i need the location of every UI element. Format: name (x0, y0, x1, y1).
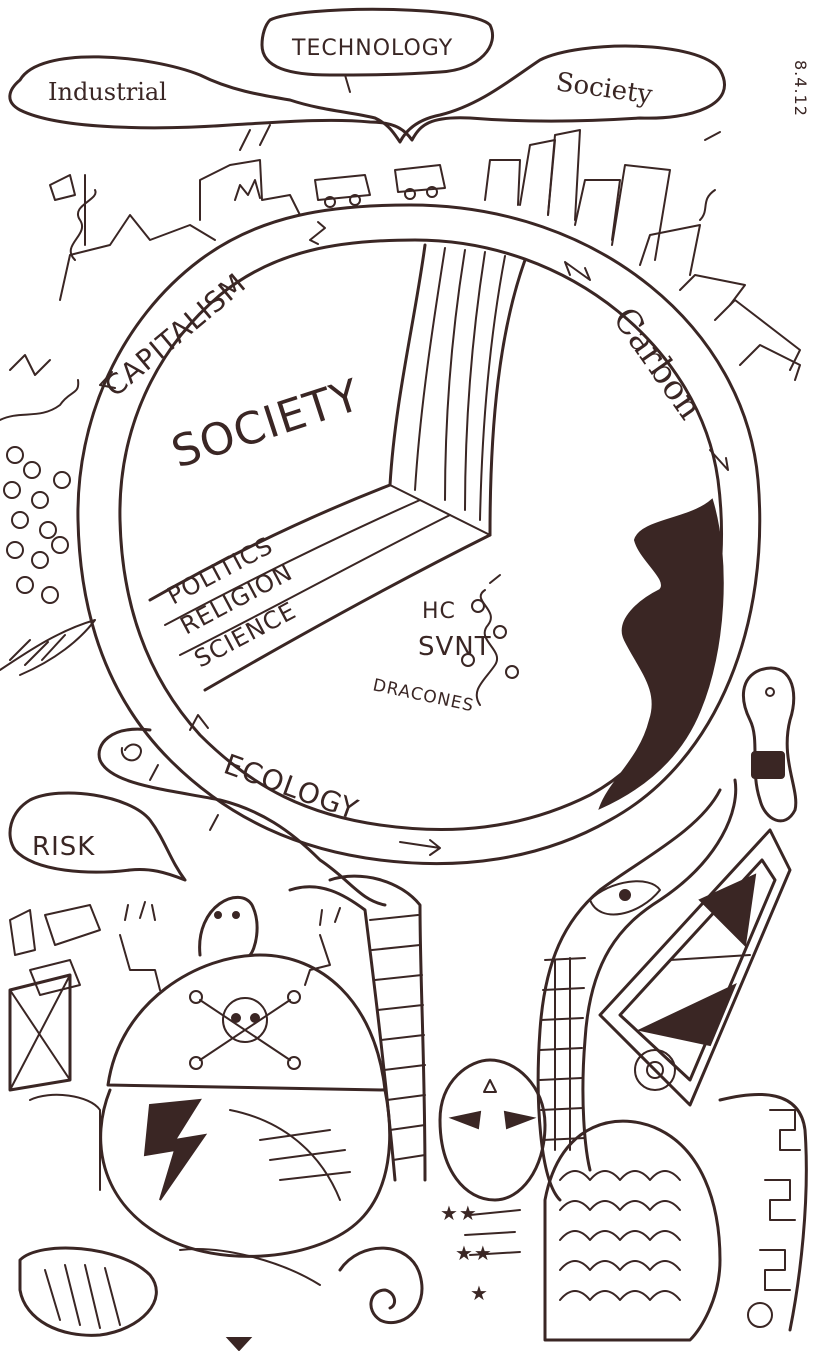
motto-line2: SVNT (418, 632, 492, 662)
skull-dome (106, 895, 387, 1092)
dark-blot (598, 498, 724, 810)
key-pattern (718, 1092, 808, 1332)
industrial-label: Industrial (48, 78, 167, 106)
capitalism-label: CAPITALISM (98, 266, 252, 403)
motto-line3: DRACONES (371, 675, 476, 716)
right-tube-drawing (741, 666, 798, 823)
star-icon: ★ (470, 1281, 489, 1305)
arrow-icon (189, 714, 209, 731)
arrow-icon (309, 221, 326, 245)
arrow-icon (99, 371, 116, 389)
arrow-icon (399, 839, 441, 856)
carbon-label: Carbon (605, 300, 710, 427)
risk-label: RISK (32, 832, 95, 862)
serpent-neck (536, 778, 738, 1202)
arrow-icon (564, 261, 591, 281)
spiral-worm (97, 727, 387, 907)
striped-column (288, 874, 427, 1182)
arrow-icon (709, 449, 729, 471)
risk-bubble: RISK (8, 791, 187, 882)
date-label: 8.4.12 (791, 60, 810, 117)
society-top-label: Society (554, 67, 654, 110)
mask-face: ★★ ★★ ★ (438, 1058, 547, 1305)
left-crowd-drawings (0, 354, 96, 676)
bottom-spiral (18, 1246, 424, 1351)
inner-society-wedge (148, 243, 527, 692)
society-title: SOCIETY (166, 370, 367, 479)
star-icon: ★★ (455, 1241, 493, 1265)
falling-papers (8, 904, 101, 1092)
lightning-globe (29, 1088, 392, 1258)
skyline-drawings (49, 124, 801, 381)
star-icon: ★★ (440, 1201, 478, 1225)
tribal-diamond (598, 828, 792, 1107)
raised-arms (119, 901, 341, 991)
motto-line1: HC (422, 599, 456, 624)
top-cloud-banner: TECHNOLOGY Industrial Society (8, 7, 726, 144)
dragon-icon (461, 574, 519, 706)
technology-label: TECHNOLOGY (291, 36, 453, 61)
scale-pattern (543, 1119, 722, 1342)
